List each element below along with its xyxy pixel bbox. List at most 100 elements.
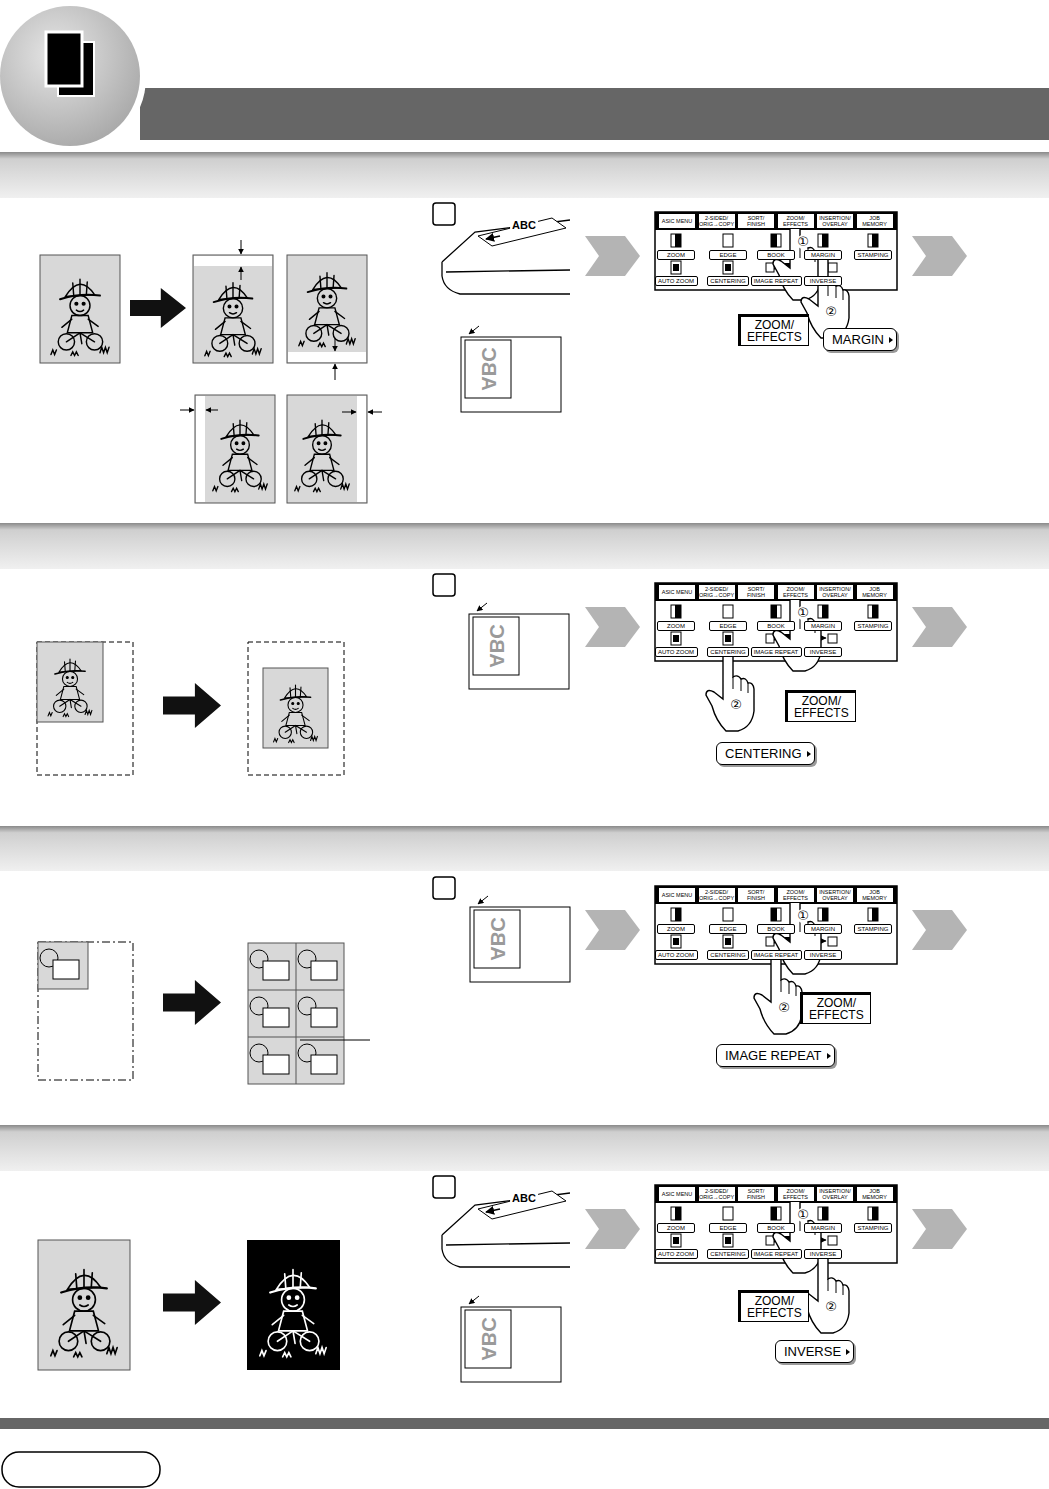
- node-text: 2-SIDED/ ORIG→COPY: [699, 889, 735, 901]
- node-text: ZOOM/ EFFECTS: [778, 586, 814, 598]
- node-text: ZOOM/ EFFECTS: [809, 996, 864, 1022]
- node-text: ZOOM: [667, 623, 685, 629]
- function-button: INVERSE: [804, 647, 842, 657]
- node-text: INVERSE: [810, 1251, 836, 1257]
- feeder-paper: [478, 218, 566, 246]
- callout-number: ①: [796, 909, 810, 923]
- big-arrow: [163, 683, 221, 728]
- header-disc: [0, 6, 140, 146]
- menu-tab: 2-SIDED/ ORIG→COPY: [698, 887, 736, 903]
- node-text: IMAGE REPEAT: [754, 278, 799, 284]
- function-icon: [675, 1207, 681, 1220]
- big-arrow: [163, 980, 221, 1025]
- function-button: MARGIN: [804, 250, 842, 260]
- platen-outline: [461, 337, 561, 412]
- menu-tab: 2-SIDED/ ORIG→COPY: [698, 1186, 736, 1202]
- callout-number: ②: [824, 1300, 838, 1314]
- function-icon: [725, 635, 731, 642]
- function-icon: [872, 234, 878, 247]
- function-icon: [671, 234, 681, 247]
- function-button: ZOOM: [657, 1223, 695, 1233]
- function-icon: [723, 632, 733, 645]
- node-text: JOB MEMORY: [857, 889, 893, 901]
- menu-tab: JOB MEMORY: [856, 213, 894, 229]
- repeat-rect: [263, 1008, 289, 1027]
- function-icon: [723, 605, 733, 618]
- function-icon: [822, 1240, 826, 1241]
- platen-outline: [469, 614, 569, 689]
- button-callout: INVERSE: [775, 1340, 854, 1363]
- node-text: BOOK: [767, 1225, 784, 1231]
- callout-number: ①: [796, 606, 810, 620]
- step-chevron: [912, 1209, 967, 1249]
- original-sheet: [473, 617, 519, 675]
- tab-callout: ZOOM/ EFFECTS: [738, 1290, 809, 1322]
- node-text: ZOOM/ EFFECTS: [794, 694, 849, 720]
- step-box: [433, 574, 455, 596]
- function-button: ZOOM: [657, 924, 695, 934]
- function-icon: [725, 264, 731, 271]
- node-text: STAMPING: [858, 1225, 889, 1231]
- function-icon: [675, 605, 681, 618]
- node-text: EDGE: [719, 1225, 736, 1231]
- section-band: [0, 826, 1049, 871]
- function-icon: [671, 605, 681, 618]
- touch-panel: [655, 212, 897, 290]
- node-text: INSERTION/ OVERLAY: [817, 586, 853, 598]
- function-button: ZOOM: [657, 621, 695, 631]
- function-button: STAMPING: [854, 621, 892, 631]
- document-text: ABC: [510, 1192, 538, 1204]
- mirrored-document-text: ABC: [477, 1317, 500, 1360]
- step-box: [433, 203, 455, 225]
- pointing-hand: [754, 952, 802, 1035]
- inverse-illustration: [38, 1240, 340, 1370]
- big-arrow: [130, 288, 186, 328]
- function-icon: [868, 605, 878, 618]
- menu-tab: ZOOM/ EFFECTS: [777, 1186, 815, 1202]
- function-button: MARGIN: [804, 621, 842, 631]
- original-sheet: [465, 340, 511, 398]
- node-text: AUTO ZOOM: [658, 278, 694, 284]
- function-icon: [725, 938, 731, 945]
- function-icon: [818, 1207, 828, 1220]
- node-text: 2-SIDED/ ORIG→COPY: [699, 586, 735, 598]
- menu-tab: ASIC MENU: [658, 584, 696, 600]
- repeat-rect: [311, 1008, 337, 1027]
- menu-tab: ASIC MENU: [658, 213, 696, 229]
- touch-panel: [655, 886, 897, 964]
- step-box: [433, 877, 455, 899]
- document-text: ABC: [510, 219, 538, 231]
- function-icon: [727, 1207, 728, 1220]
- node-text: MARGIN: [811, 926, 835, 932]
- node-text: ASIC MENU: [662, 218, 693, 224]
- node-text: ASIC MENU: [662, 589, 693, 595]
- step-chevron: [585, 236, 640, 276]
- function-icon: [673, 938, 679, 945]
- node-text: INVERSE: [810, 649, 836, 655]
- repeat-rect: [263, 1055, 289, 1074]
- function-icon: [723, 1234, 733, 1247]
- function-icon: [822, 605, 828, 618]
- function-icon: [828, 937, 837, 946]
- function-icon: [723, 908, 733, 921]
- function-icon: [822, 234, 828, 247]
- function-icon: [727, 908, 728, 921]
- function-icon: [822, 941, 826, 942]
- function-button: AUTO ZOOM: [655, 647, 698, 657]
- function-icon: [822, 908, 828, 921]
- menu-tab: ZOOM/ EFFECTS: [777, 213, 815, 229]
- footer-bar: [0, 1418, 1049, 1429]
- node-text: MARGIN: [811, 623, 835, 629]
- mirrored-document-text: ABC: [485, 624, 508, 667]
- node-text: INSERTION/ OVERLAY: [817, 215, 853, 227]
- node-text: SORT/ FINISH: [738, 586, 774, 598]
- mirrored-document-text: ABC: [486, 917, 509, 960]
- menu-tab: SORT/ FINISH: [737, 584, 775, 600]
- menu-tab: INSERTION/ OVERLAY: [816, 213, 854, 229]
- big-arrow: [163, 1280, 221, 1325]
- menu-tab: INSERTION/ OVERLAY: [816, 1186, 854, 1202]
- function-button: EDGE: [709, 924, 747, 934]
- tab-strip: [655, 886, 897, 904]
- function-icon: [727, 605, 728, 618]
- function-button: EDGE: [709, 1223, 747, 1233]
